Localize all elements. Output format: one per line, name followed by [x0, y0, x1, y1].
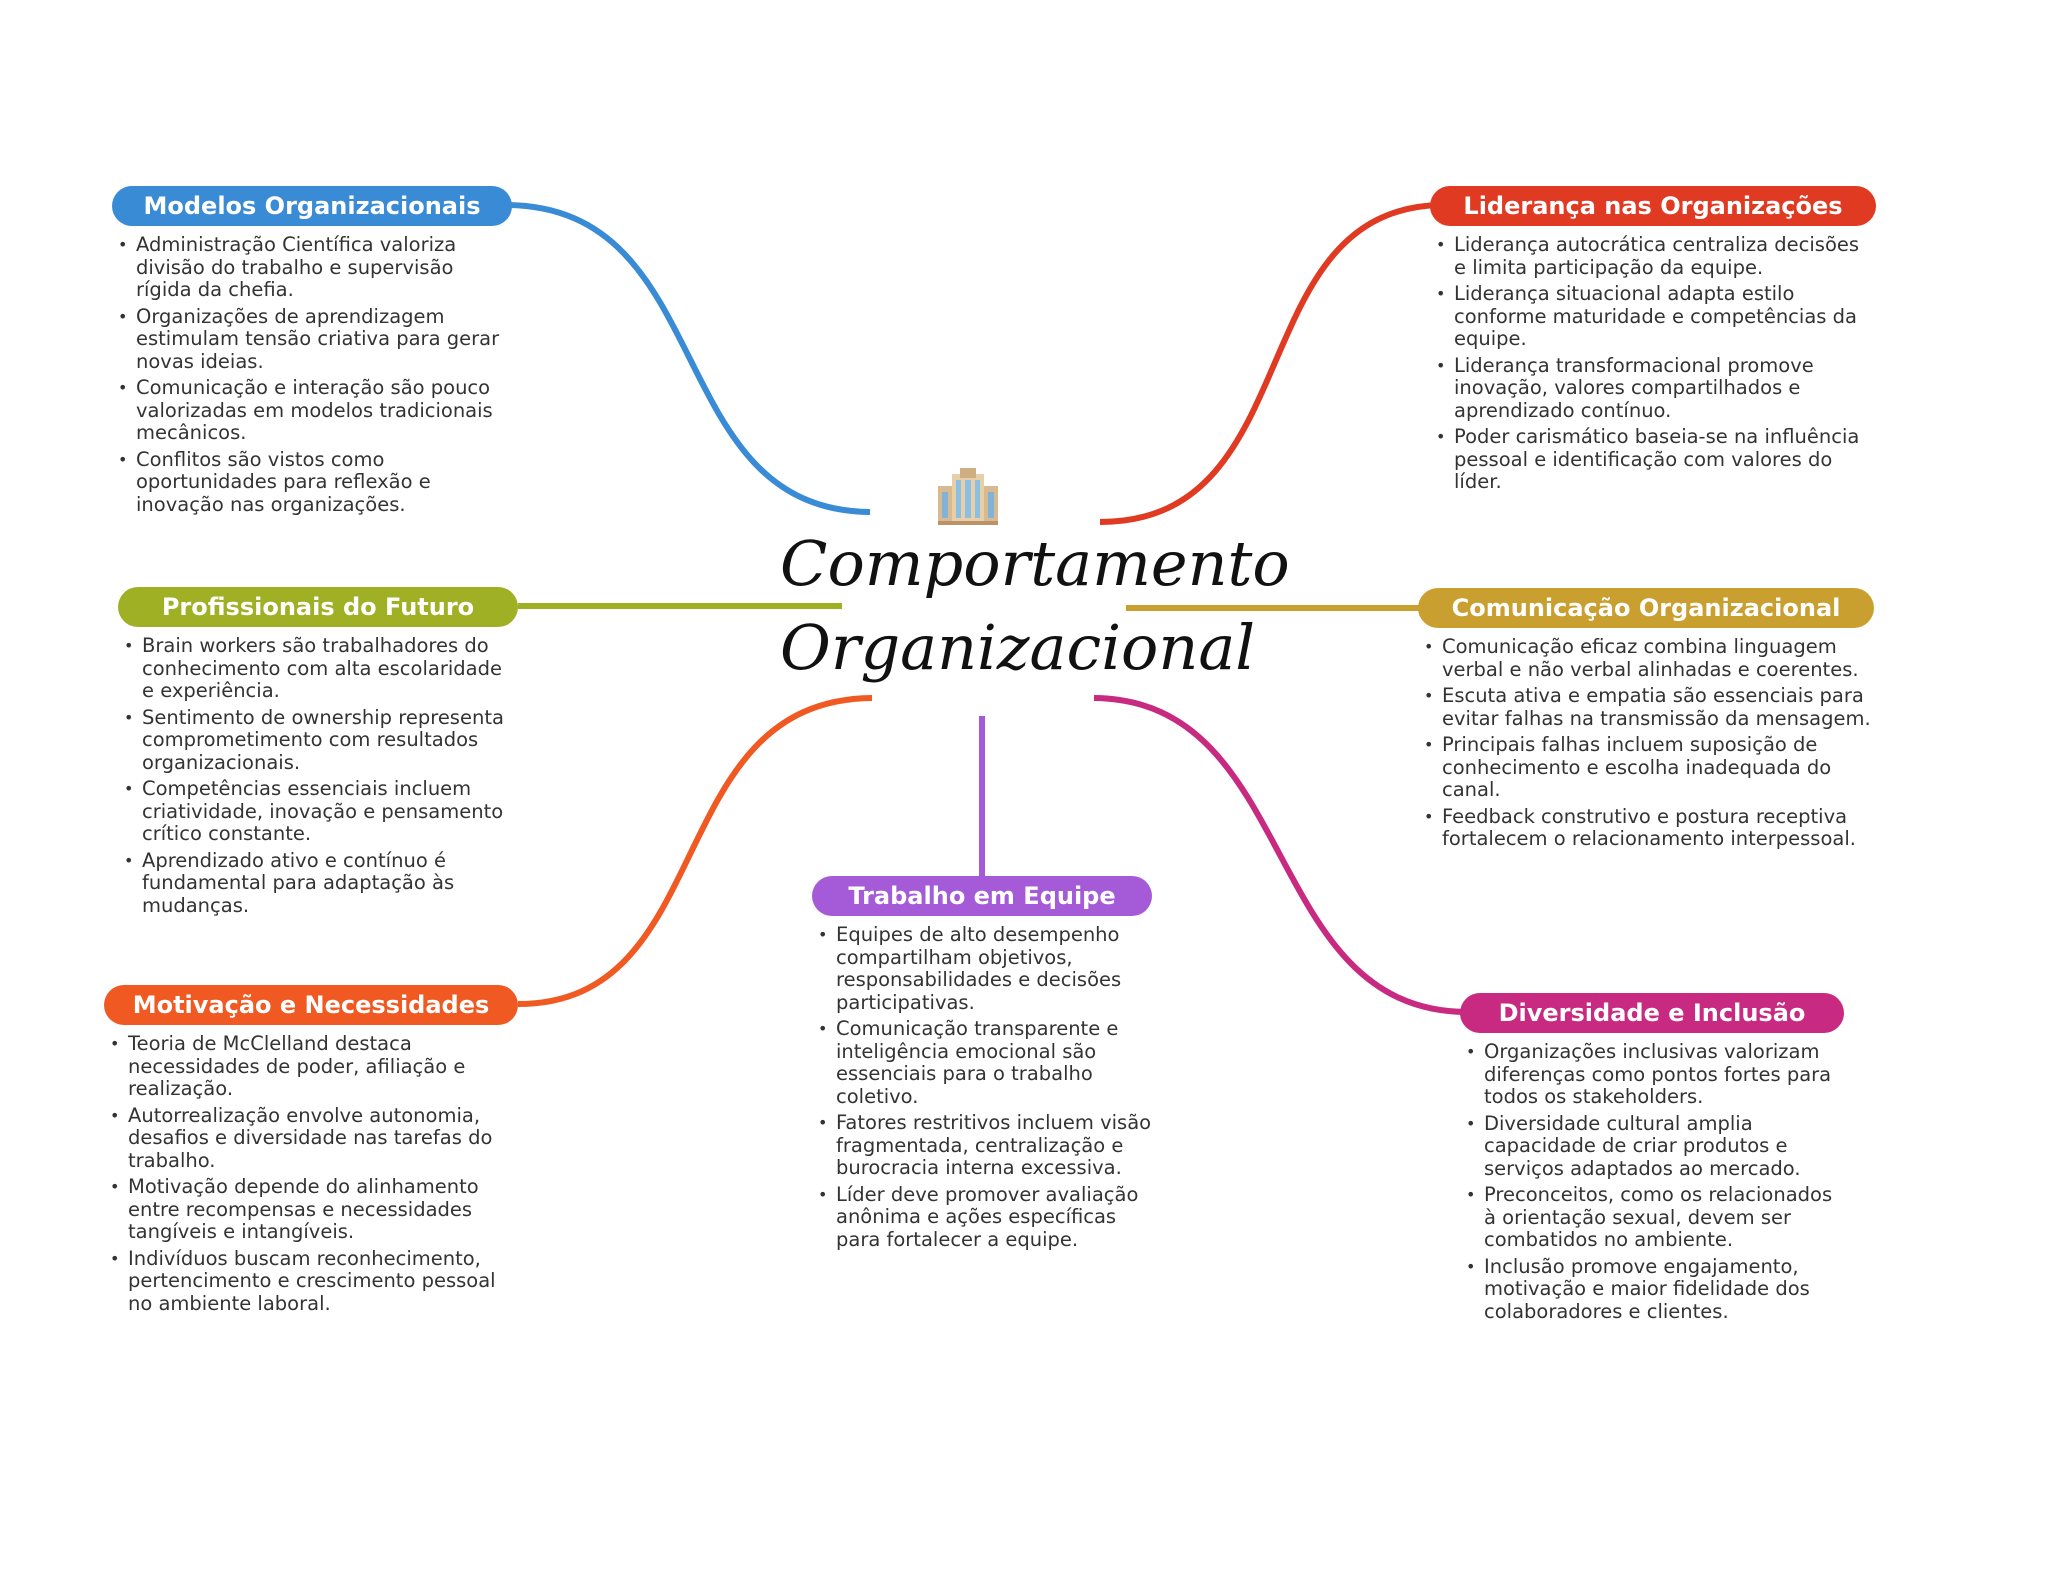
branch-title-motivacao[interactable]: Motivação e Necessidades: [104, 985, 518, 1025]
list-item: Brain workers são trabalhadores do conhe…: [124, 634, 518, 703]
list-item: Organizações inclusivas valorizam difere…: [1466, 1040, 1844, 1109]
branch-list-profissionais: Brain workers são trabalhadores do conhe…: [118, 634, 518, 918]
list-item: Comunicação transparente e inteligência …: [818, 1017, 1152, 1108]
connector-diversidade: [1093, 695, 1467, 1015]
list-item: Principais falhas incluem suposição de c…: [1424, 733, 1874, 802]
list-item: Liderança situacional adapta estilo conf…: [1436, 282, 1876, 351]
list-item: Organizações de aprendizagem estimulam t…: [118, 305, 512, 374]
branch-profissionais: Profissionais do Futuro Brain workers sã…: [118, 587, 518, 921]
branch-list-diversidade: Organizações inclusivas valorizam difere…: [1460, 1040, 1844, 1324]
list-item: Competências essenciais incluem criativi…: [124, 777, 518, 846]
list-item: Inclusão promove engajamento, motivação …: [1466, 1255, 1844, 1324]
list-item: Comunicação e interação são pouco valori…: [118, 376, 512, 445]
branch-lideranca: Liderança nas Organizações Liderança aut…: [1430, 186, 1876, 498]
list-item: Liderança autocrática centraliza decisõe…: [1436, 233, 1876, 279]
branch-motivacao: Motivação e Necessidades Teoria de McCle…: [104, 985, 518, 1319]
list-item: Motivação depende do alinhamento entre r…: [110, 1175, 518, 1244]
building-icon: [938, 468, 998, 525]
list-item: Feedback construtivo e postura receptiva…: [1424, 805, 1874, 851]
list-item: Líder deve promover avaliação anônima e …: [818, 1183, 1152, 1252]
list-item: Diversidade cultural amplia capacidade d…: [1466, 1112, 1844, 1181]
branch-title-modelos[interactable]: Modelos Organizacionais: [112, 186, 512, 226]
branch-list-trabalho: Equipes de alto desempenho compartilham …: [812, 923, 1152, 1252]
list-item: Administração Científica valoriza divisã…: [118, 233, 512, 302]
branch-title-trabalho[interactable]: Trabalho em Equipe: [812, 876, 1152, 916]
list-item: Liderança transformacional promove inova…: [1436, 354, 1876, 423]
branch-trabalho: Trabalho em Equipe Equipes de alto desem…: [812, 876, 1152, 1255]
branch-list-modelos: Administração Científica valoriza divisã…: [112, 233, 512, 517]
list-item: Equipes de alto desempenho compartilham …: [818, 923, 1152, 1014]
connector-modelos: [504, 202, 871, 515]
branch-title-profissionais[interactable]: Profissionais do Futuro: [118, 587, 518, 627]
list-item: Aprendizado ativo e contínuo é fundament…: [124, 849, 518, 918]
branch-title-diversidade[interactable]: Diversidade e Inclusão: [1460, 993, 1844, 1033]
branch-comunicacao: Comunicação Organizacional Comunicação e…: [1418, 588, 1874, 855]
branch-title-lideranca[interactable]: Liderança nas Organizações: [1430, 186, 1876, 226]
connector-motivacao: [517, 695, 873, 1007]
list-item: Fatores restritivos incluem visão fragme…: [818, 1111, 1152, 1180]
branch-list-motivacao: Teoria de McClelland destaca necessidade…: [104, 1032, 518, 1316]
list-item: Conflitos são vistos como oportunidades …: [118, 448, 512, 517]
list-item: Sentimento de ownership representa compr…: [124, 706, 518, 775]
central-title-line2: Organizacional: [780, 611, 1256, 684]
list-item: Autorrealização envolve autonomia, desaf…: [110, 1104, 518, 1173]
central-title-line1: Comportamento: [780, 527, 1290, 600]
branch-diversidade: Diversidade e Inclusão Organizações incl…: [1460, 993, 1844, 1327]
branch-list-lideranca: Liderança autocrática centraliza decisõe…: [1430, 233, 1876, 494]
list-item: Comunicação eficaz combina linguagem ver…: [1424, 635, 1874, 681]
list-item: Indivíduos buscam reconhecimento, perten…: [110, 1247, 518, 1316]
branch-list-comunicacao: Comunicação eficaz combina linguagem ver…: [1418, 635, 1874, 851]
central-topic: Comportamento Organizacional: [780, 522, 1290, 690]
list-item: Preconceitos, como os relacionados à ori…: [1466, 1183, 1844, 1252]
list-item: Poder carismático baseia-se na influênci…: [1436, 425, 1876, 494]
list-item: Escuta ativa e empatia são essenciais pa…: [1424, 684, 1874, 730]
list-item: Teoria de McClelland destaca necessidade…: [110, 1032, 518, 1101]
connector-lideranca: [1099, 202, 1441, 525]
branch-title-comunicacao[interactable]: Comunicação Organizacional: [1418, 588, 1874, 628]
branch-modelos: Modelos Organizacionais Administração Ci…: [112, 186, 512, 520]
